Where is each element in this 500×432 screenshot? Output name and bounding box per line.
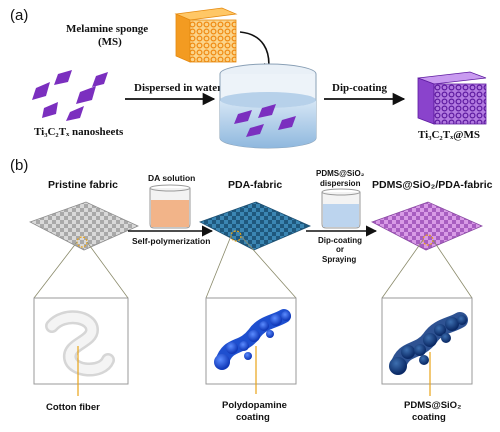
cotton-fiber-shape [45, 310, 115, 377]
pristine-fabric [29, 201, 139, 251]
cotton-fiber-label: Cotton fiber [46, 402, 100, 413]
dip-coating-label: Dip-coating [332, 82, 388, 94]
mxene-sponge-product [417, 71, 487, 125]
panel-b-label: (b) [10, 157, 28, 174]
panel-a-label: (a) [10, 7, 28, 24]
dispersion-label-line1: PDMS@SiO₂ [316, 169, 365, 178]
pda-coating-label-line2: coating [236, 412, 270, 423]
product-label: Ti₃C₂Tₓ@MS [418, 129, 480, 141]
pda-fabric [199, 201, 311, 251]
dip-label-line1: Dip-coating [318, 236, 362, 245]
nanosheets-label: Ti₃C₂Tₓ nanosheets [34, 126, 124, 138]
water-beaker [219, 63, 317, 149]
dispersion-label-line2: dispersion [320, 179, 361, 188]
final-coated-fiber [389, 312, 468, 375]
pristine-fabric-label: Pristine fabric [48, 179, 118, 191]
zoom-connectors [33, 235, 473, 299]
da-solution-label: DA solution [148, 173, 195, 183]
melamine-sponge [174, 7, 238, 63]
nanosheets-cluster [32, 70, 108, 121]
dip-label-line3: Spraying [322, 255, 356, 264]
dip-label-line2: or [336, 245, 344, 254]
sponge-label-line2: (MS) [98, 36, 122, 48]
sponge-label-line1: Melamine sponge [66, 23, 148, 35]
pdms-dispersion-beaker [321, 188, 361, 229]
disperse-label: Dispersed in water [134, 82, 222, 94]
final-coating-label-line1: PDMS@SiO₂ [404, 400, 461, 411]
da-solution-beaker [149, 184, 191, 229]
final-coating-label-line2: coating [412, 412, 446, 423]
final-fabric [371, 201, 483, 251]
self-polymerization-label: Self-polymerization [132, 236, 210, 246]
pda-fabric-label: PDA-fabric [228, 179, 282, 191]
final-fabric-label: PDMS@SiO₂/PDA-fabric [372, 179, 493, 191]
pda-coating-label-line1: Polydopamine [222, 400, 287, 411]
pda-coated-fiber [214, 309, 291, 370]
